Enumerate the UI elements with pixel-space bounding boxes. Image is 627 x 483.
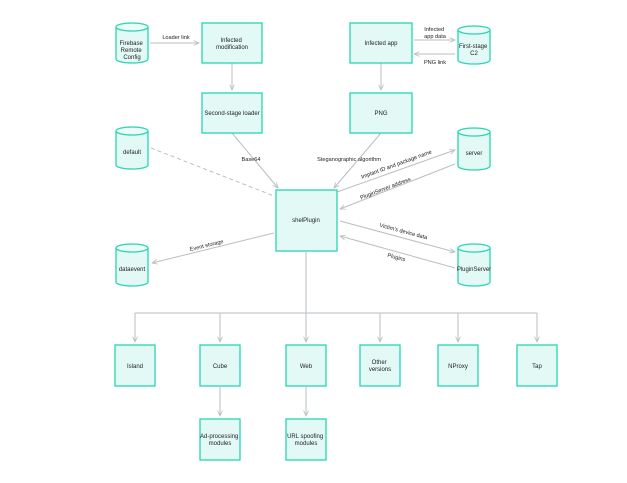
svg-text:Firebase Remote: Firebase Remote Config	[119, 41, 144, 61]
node-infected-app: Infected app	[349, 22, 413, 64]
svg-text:server: server	[466, 151, 483, 157]
svg-text:Other versions: Other versions	[369, 360, 391, 373]
edge-default-dashed	[150, 147, 275, 197]
svg-text:Island: Island	[127, 364, 143, 370]
svg-text:shelPlugin: shelPlugin	[292, 218, 320, 224]
node-infected-modification: Infected modification	[201, 22, 263, 64]
edge-pluginserver-address	[340, 163, 456, 209]
svg-text:Web: Web	[300, 364, 313, 370]
svg-text:Infected modification: Infected modification	[216, 38, 248, 51]
label-infected-app-data: Infected app data	[424, 27, 447, 40]
node-tap: Tap	[516, 344, 558, 387]
node-url-spoofing-modules: URL spoofing modules	[285, 418, 327, 461]
edge-event-storage	[152, 232, 275, 263]
label-stego: Steganographic algorithm	[317, 157, 381, 163]
node-shelplugin: shelPlugin	[275, 189, 338, 252]
node-server: server	[457, 127, 491, 171]
edge-loader-to-shelplugin	[231, 132, 278, 188]
node-default: default	[115, 126, 149, 170]
node-nproxy: NProxy	[437, 344, 479, 387]
svg-text:Second-stage loader: Second-stage loader	[204, 111, 259, 117]
label-victim-device-data: Victim's device data	[379, 223, 429, 242]
label-loader-link: Loader link	[162, 35, 190, 41]
edge-victim-device-data	[339, 220, 455, 252]
node-ad-processing-modules: Ad-processing modules	[199, 418, 241, 461]
node-dataevent: dataevent	[115, 243, 149, 287]
nodes: Firebase Remote Config Infected modifica…	[114, 22, 558, 461]
node-second-stage-loader: Second-stage loader	[201, 92, 263, 134]
svg-text:dataevent: dataevent	[119, 267, 146, 273]
svg-text:Infected app: Infected app	[364, 41, 398, 47]
svg-text:First-stage C2: First-stage C2	[459, 44, 489, 57]
node-first-stage-c2: First-stage C2	[457, 25, 491, 65]
svg-text:default: default	[123, 150, 141, 156]
label-plugins: Plugins	[387, 253, 406, 264]
svg-text:Cube: Cube	[213, 364, 228, 370]
svg-text:PluginServer: PluginServer	[457, 267, 491, 273]
node-png: PNG	[349, 92, 413, 134]
node-firebase-remote-config: Firebase Remote Config	[115, 22, 149, 64]
label-pluginserver-address: PluginServer address	[360, 177, 412, 202]
edge-plugins	[340, 236, 456, 269]
label-implant-id: Implant ID and package name	[361, 149, 433, 180]
edge-png-to-shelplugin	[334, 132, 382, 188]
svg-text:Tap: Tap	[532, 364, 542, 370]
svg-text:URL spoofing modules: URL spoofing modules	[287, 434, 325, 447]
edges	[135, 40, 537, 416]
edge-implant-id	[336, 150, 455, 193]
svg-text:Ad-processing modules: Ad-processing modules	[200, 434, 240, 447]
node-pluginserver: PluginServer	[457, 243, 491, 287]
label-event-storage: Event storage	[189, 239, 224, 253]
node-island: Island	[114, 344, 156, 387]
svg-text:PNG: PNG	[374, 111, 387, 117]
node-cube: Cube	[199, 344, 241, 387]
svg-text:NProxy: NProxy	[448, 364, 468, 370]
label-base64: Base64	[242, 157, 261, 163]
label-png-link: PNG link	[424, 60, 446, 66]
node-web: Web	[285, 344, 327, 387]
node-other-versions: Other versions	[359, 344, 401, 387]
